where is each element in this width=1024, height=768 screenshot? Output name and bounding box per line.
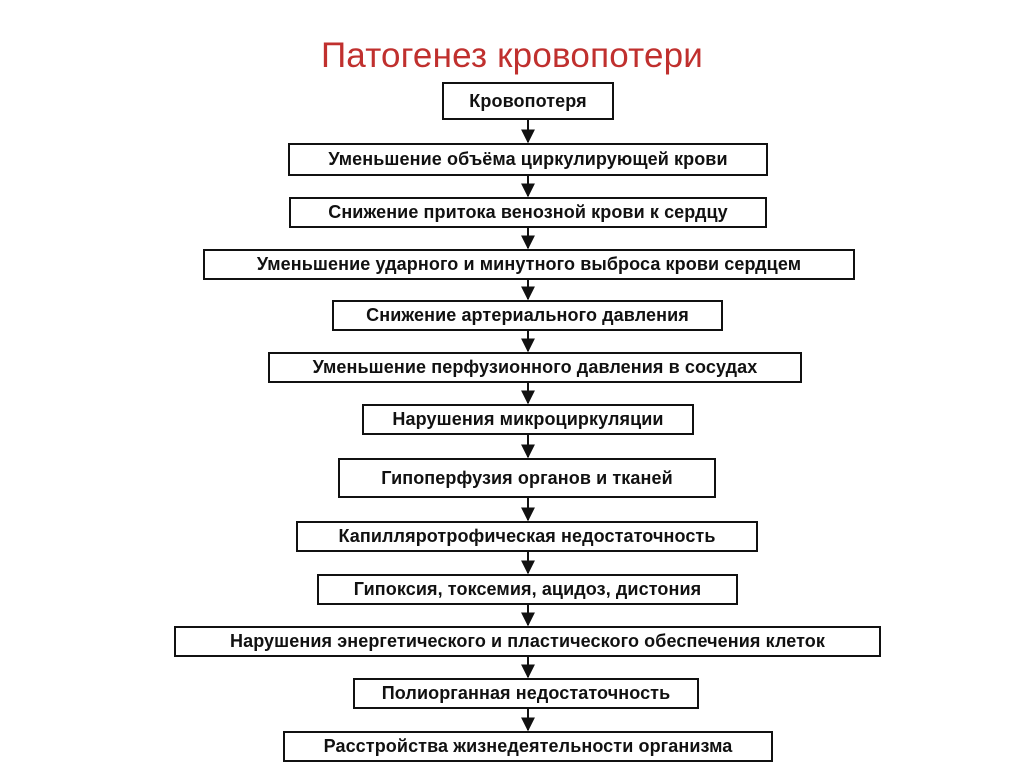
step-box-cell-supply-disorder: Нарушения энергетического и пластическог… (174, 626, 881, 657)
step-box-microcirculation-disorder: Нарушения микроциркуляции (362, 404, 694, 435)
step-box-vital-activity-disorder: Расстройства жизнедеятельности организма (283, 731, 773, 762)
step-box-perfusion-pressure-decrease: Уменьшение перфузионного давления в сосу… (268, 352, 802, 383)
step-box-organ-hypoperfusion: Гипоперфузия органов и тканей (338, 458, 716, 498)
step-box-hypoxia-toxemia: Гипоксия, токсемия, ацидоз, дистония (317, 574, 738, 605)
step-box-blood-loss: Кровопотеря (442, 82, 614, 120)
diagram-title: Патогенез кровопотери (320, 36, 704, 75)
step-box-arterial-pressure-decrease: Снижение артериального давления (332, 300, 723, 331)
step-box-circulating-volume-decrease: Уменьшение объёма циркулирующей крови (288, 143, 768, 176)
step-box-multiple-organ-failure: Полиорганная недостаточность (353, 678, 699, 709)
step-box-capillary-trophic-insufficiency: Капилляротрофическая недостаточность (296, 521, 758, 552)
step-box-venous-return-decrease: Снижение притока венозной крови к сердцу (289, 197, 767, 228)
step-box-cardiac-output-decrease: Уменьшение ударного и минутного выброса … (203, 249, 855, 280)
